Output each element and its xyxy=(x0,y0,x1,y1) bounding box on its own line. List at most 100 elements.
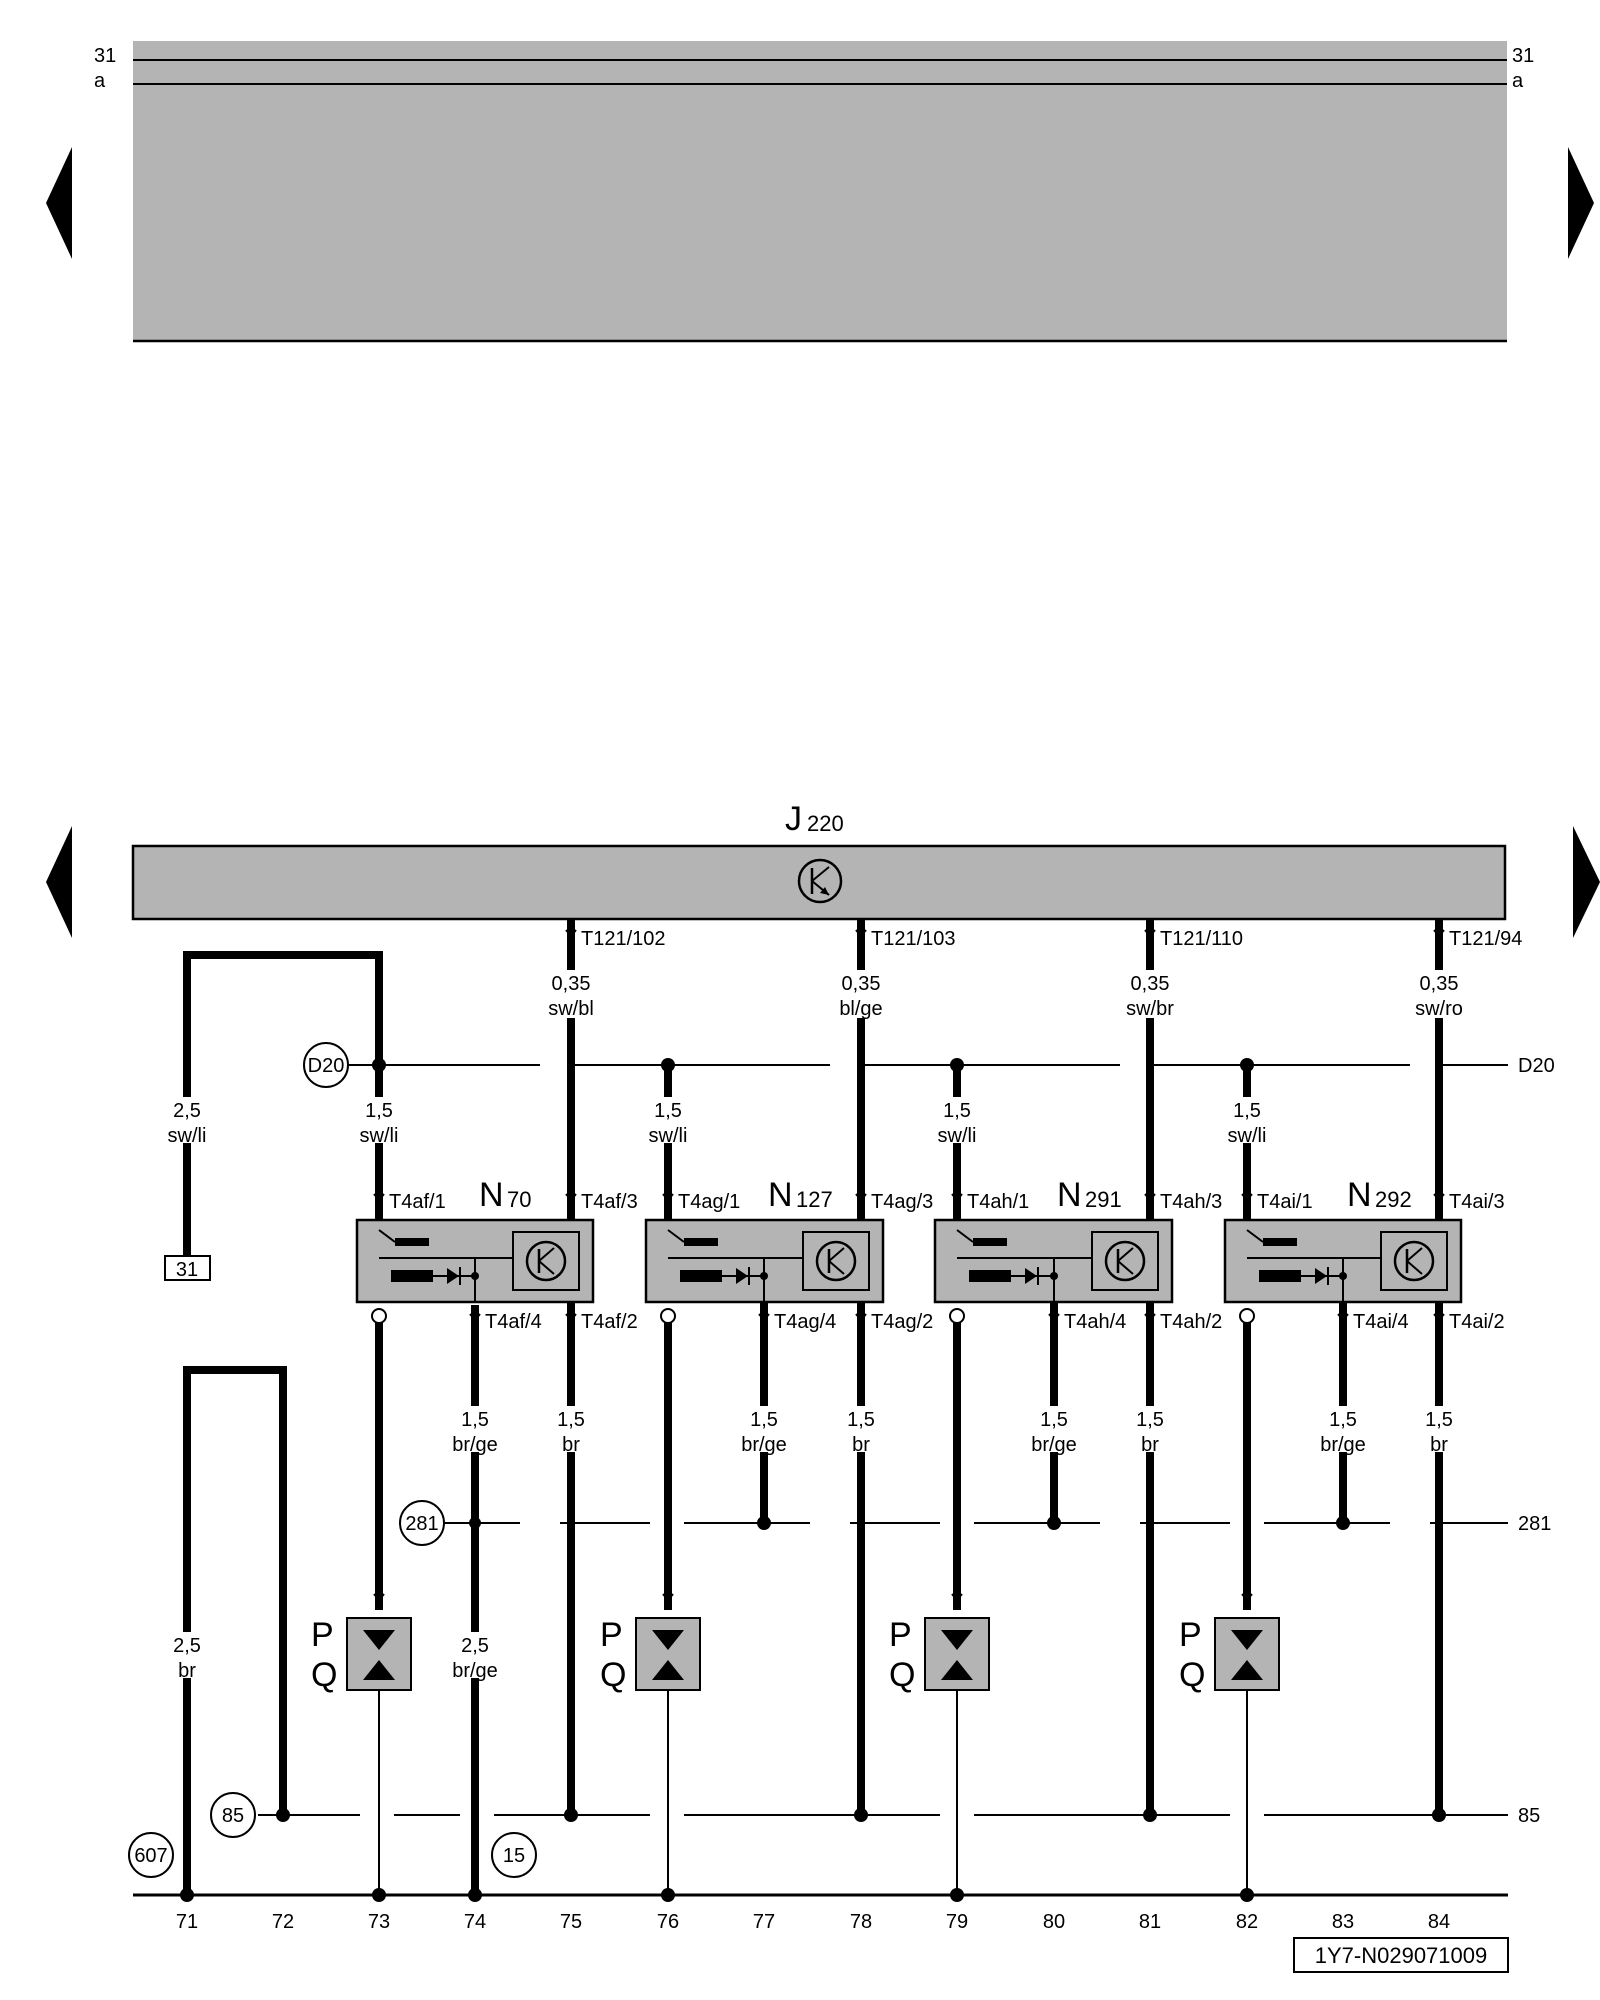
ecu-wire-color: sw/br xyxy=(1126,998,1174,1020)
module-letter: N xyxy=(479,1176,504,1214)
column-number: 72 xyxy=(272,1911,294,1933)
junction-85 xyxy=(564,1808,578,1822)
ecu-pin-label: T121/110 xyxy=(1160,928,1243,950)
rail-a-label-right: a xyxy=(1512,70,1524,92)
module-number: 291 xyxy=(1085,1187,1122,1212)
pin4-wire-color: br/ge xyxy=(1320,1434,1366,1456)
pin4-arrow xyxy=(469,1313,481,1321)
transistor-icon xyxy=(815,1240,857,1282)
column-number: 81 xyxy=(1139,1911,1161,1933)
pin2-wire-size: 1,5 xyxy=(1425,1409,1453,1431)
plug-label-p: P xyxy=(311,1616,334,1654)
junction-ground xyxy=(372,1888,386,1902)
plug-arrow xyxy=(662,1593,674,1601)
rails: D20 281 85 xyxy=(133,1055,1555,1897)
module-number: 70 xyxy=(507,1187,531,1212)
column-number: 75 xyxy=(560,1911,582,1933)
coil-1 xyxy=(395,1238,429,1246)
pin2-wire-color: br xyxy=(1430,1434,1448,1456)
plug-label-q: Q xyxy=(889,1656,915,1694)
pin2-arrow xyxy=(855,1313,867,1321)
driver-box xyxy=(1091,1231,1159,1291)
ecu-wire-color: bl/ge xyxy=(839,998,882,1020)
svg-text:281: 281 xyxy=(405,1513,438,1535)
ecu-wire-size: 0,35 xyxy=(842,973,881,995)
plug-arrow xyxy=(951,1593,963,1601)
pin2-wire-color: br xyxy=(1141,1434,1159,1456)
rail-85-label-right: 85 xyxy=(1518,1805,1540,1827)
feed-wire-size: 1,5 xyxy=(654,1100,682,1122)
page-previous-arrow-bottom[interactable] xyxy=(46,826,72,938)
page-previous-arrow-top[interactable] xyxy=(46,147,72,259)
module-letter: N xyxy=(768,1176,793,1214)
pin2-arrow xyxy=(565,1313,577,1321)
control-unit-number: 220 xyxy=(807,811,844,836)
diode-icon xyxy=(1315,1268,1327,1284)
rail-281-label-right: 281 xyxy=(1518,1513,1551,1535)
svg-text:15: 15 xyxy=(503,1845,525,1867)
plug-arrow-down-icon xyxy=(363,1630,395,1650)
column-number: 77 xyxy=(753,1911,775,1933)
diode-icon xyxy=(1025,1268,1037,1284)
ecu-pin-arrow xyxy=(855,929,867,937)
pin2-label: T4ah/2 xyxy=(1160,1311,1222,1333)
ecu-wire-color: sw/ro xyxy=(1415,998,1463,1020)
svg-text:D20: D20 xyxy=(308,1055,345,1077)
pin3-label: T4af/3 xyxy=(581,1191,638,1213)
column-number: 83 xyxy=(1332,1911,1354,1933)
svg-text:85: 85 xyxy=(222,1805,244,1827)
rail-a-label-left: a xyxy=(94,70,106,92)
coil-2 xyxy=(969,1270,1011,1282)
open-terminal xyxy=(660,1308,676,1324)
junction-85 xyxy=(854,1808,868,1822)
pin4-wire-size: 1,5 xyxy=(1040,1409,1068,1431)
pin2-wire-size: 1,5 xyxy=(557,1409,585,1431)
wire-71-size: 2,5 xyxy=(173,1635,201,1657)
column-number: 80 xyxy=(1043,1911,1065,1933)
pin4-label: T4ai/4 xyxy=(1353,1311,1409,1333)
driver-box xyxy=(802,1231,870,1291)
column-number: 73 xyxy=(368,1911,390,1933)
feed-wire-color: sw/li xyxy=(1228,1125,1267,1147)
plug-arrow xyxy=(1241,1593,1253,1601)
plug-label-q: Q xyxy=(311,1656,337,1694)
pin3-arrow xyxy=(1433,1193,1445,1201)
plug-label-p: P xyxy=(600,1616,623,1654)
module-letter: N xyxy=(1057,1176,1082,1214)
feed-wire-color: sw/li xyxy=(649,1125,688,1147)
transistor-icon xyxy=(797,858,843,904)
plug-arrow-up-icon xyxy=(941,1660,973,1680)
ground-box-31-label: 31 xyxy=(176,1259,198,1281)
pin2-wire-color: br xyxy=(562,1434,580,1456)
plug-label-p: P xyxy=(1179,1616,1202,1654)
pin4-wire-color: br/ge xyxy=(1031,1434,1077,1456)
junction-281 xyxy=(1047,1516,1061,1530)
pin4-wire-color: br/ge xyxy=(741,1434,787,1456)
pin1-arrow xyxy=(373,1193,385,1201)
control-unit-box xyxy=(131,844,1507,921)
ref-d20-circle: D20 xyxy=(303,1042,349,1088)
plug-label-q: Q xyxy=(1179,1656,1205,1694)
pin2-label: T4ai/2 xyxy=(1449,1311,1505,1333)
pin4-label: T4ah/4 xyxy=(1064,1311,1126,1333)
pin2-label: T4ag/2 xyxy=(871,1311,933,1333)
column-number: 74 xyxy=(464,1911,486,1933)
pin3-arrow xyxy=(1144,1193,1156,1201)
junction-281 xyxy=(1336,1516,1350,1530)
pin3-label: T4ai/3 xyxy=(1449,1191,1505,1213)
column-number: 79 xyxy=(946,1911,968,1933)
ecu-wire-size: 0,35 xyxy=(552,973,591,995)
top-panel-section: 31 a 31 a xyxy=(46,41,1594,343)
pin2-wire-size: 1,5 xyxy=(1136,1409,1164,1431)
page-next-arrow-top[interactable] xyxy=(1568,147,1594,259)
feed-wire-size: 1,5 xyxy=(365,1100,393,1122)
module-letter: N xyxy=(1347,1176,1372,1214)
pin1-label: T4ah/1 xyxy=(967,1191,1029,1213)
page-next-arrow-bottom[interactable] xyxy=(1573,826,1600,938)
ecu-wire-size: 0,35 xyxy=(1131,973,1170,995)
plug-arrow-down-icon xyxy=(1231,1630,1263,1650)
column-number: 71 xyxy=(176,1911,198,1933)
